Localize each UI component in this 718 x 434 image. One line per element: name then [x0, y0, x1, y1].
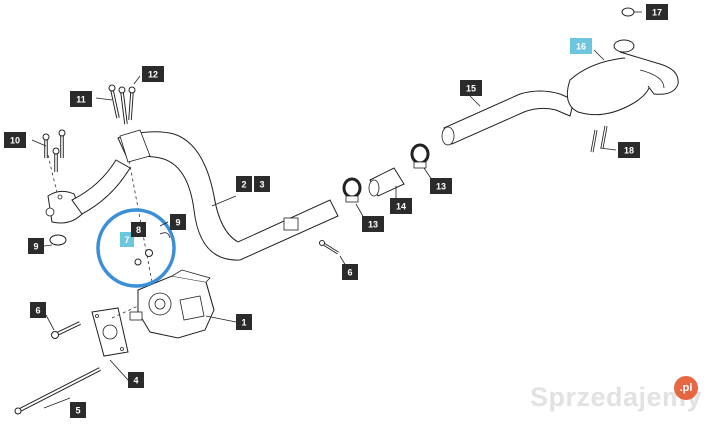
callout-15: 15: [460, 80, 482, 96]
callout-7: 7: [120, 232, 134, 247]
callout-2: 2: [236, 176, 252, 192]
callout-16: 16: [570, 38, 592, 54]
svg-text:2: 2: [241, 180, 246, 190]
callout-13-left: 13: [362, 216, 384, 232]
callout-3: 3: [254, 176, 270, 192]
clip-part: [159, 232, 171, 239]
tailpipe-part: [441, 90, 575, 146]
callout-9-clip: 9: [170, 214, 186, 230]
callout-4: 4: [128, 372, 144, 388]
callout-10: 10: [4, 132, 26, 148]
bolts-11-12-part: [108, 84, 136, 125]
svg-text:1: 1: [241, 318, 246, 328]
callout-17: 17: [646, 4, 668, 20]
clamp-part-left: [342, 177, 362, 203]
muffler-part: [566, 39, 679, 116]
gasket-ring-part: [49, 234, 67, 246]
callout-11: 11: [70, 91, 92, 107]
callout-6-left: 6: [30, 302, 46, 318]
svg-text:9: 9: [33, 242, 38, 252]
svg-text:12: 12: [148, 70, 158, 80]
bolt-part-left: [51, 321, 81, 339]
flange-elbow-part: [45, 159, 131, 224]
nut-part: [145, 249, 153, 257]
callout-13-right: 13: [430, 178, 452, 194]
bolts-10-part: [42, 129, 66, 172]
svg-text:7: 7: [124, 235, 129, 245]
watermark-badge: .pl: [674, 376, 698, 400]
svg-text:11: 11: [76, 95, 86, 105]
svg-text:13: 13: [368, 220, 378, 230]
clamp-part-right: [410, 143, 430, 169]
callout-12: 12: [142, 66, 164, 82]
callout-14: 14: [390, 198, 412, 214]
svg-text:6: 6: [347, 268, 352, 278]
svg-text:18: 18: [624, 146, 634, 156]
svg-text:17: 17: [652, 8, 662, 18]
callout-8: 8: [131, 222, 146, 237]
svg-text:9: 9: [175, 218, 180, 228]
svg-text:10: 10: [10, 136, 20, 146]
leader-lines: [31, 11, 642, 409]
svg-text:16: 16: [576, 42, 586, 52]
callout-9-gasket: 9: [28, 238, 44, 254]
svg-text:14: 14: [396, 202, 406, 212]
manifold-part: [129, 269, 215, 339]
long-bolt-part: [14, 367, 101, 415]
svg-text:13: 13: [436, 182, 446, 192]
gasket-part: [91, 307, 129, 357]
svg-text:6: 6: [35, 306, 40, 316]
watermark: Sprzedajemy: [530, 382, 703, 412]
svg-text:5: 5: [75, 406, 80, 416]
callout-18: 18: [618, 142, 640, 158]
callout-1: 1: [236, 314, 252, 330]
o-ring-part: [621, 7, 635, 17]
svg-text:4: 4: [133, 376, 138, 386]
downpipe-part: [117, 129, 339, 261]
sleeve-part: [368, 167, 405, 197]
callout-6-right: 6: [342, 264, 358, 280]
svg-text:15: 15: [466, 84, 476, 94]
bolts-18-part: [590, 125, 608, 153]
callout-5: 5: [70, 402, 86, 418]
washer-part: [134, 258, 142, 266]
bolt-part-right: [319, 240, 339, 255]
svg-text:8: 8: [136, 225, 141, 235]
svg-text:3: 3: [259, 180, 264, 190]
highlight-circle: [96, 208, 176, 288]
